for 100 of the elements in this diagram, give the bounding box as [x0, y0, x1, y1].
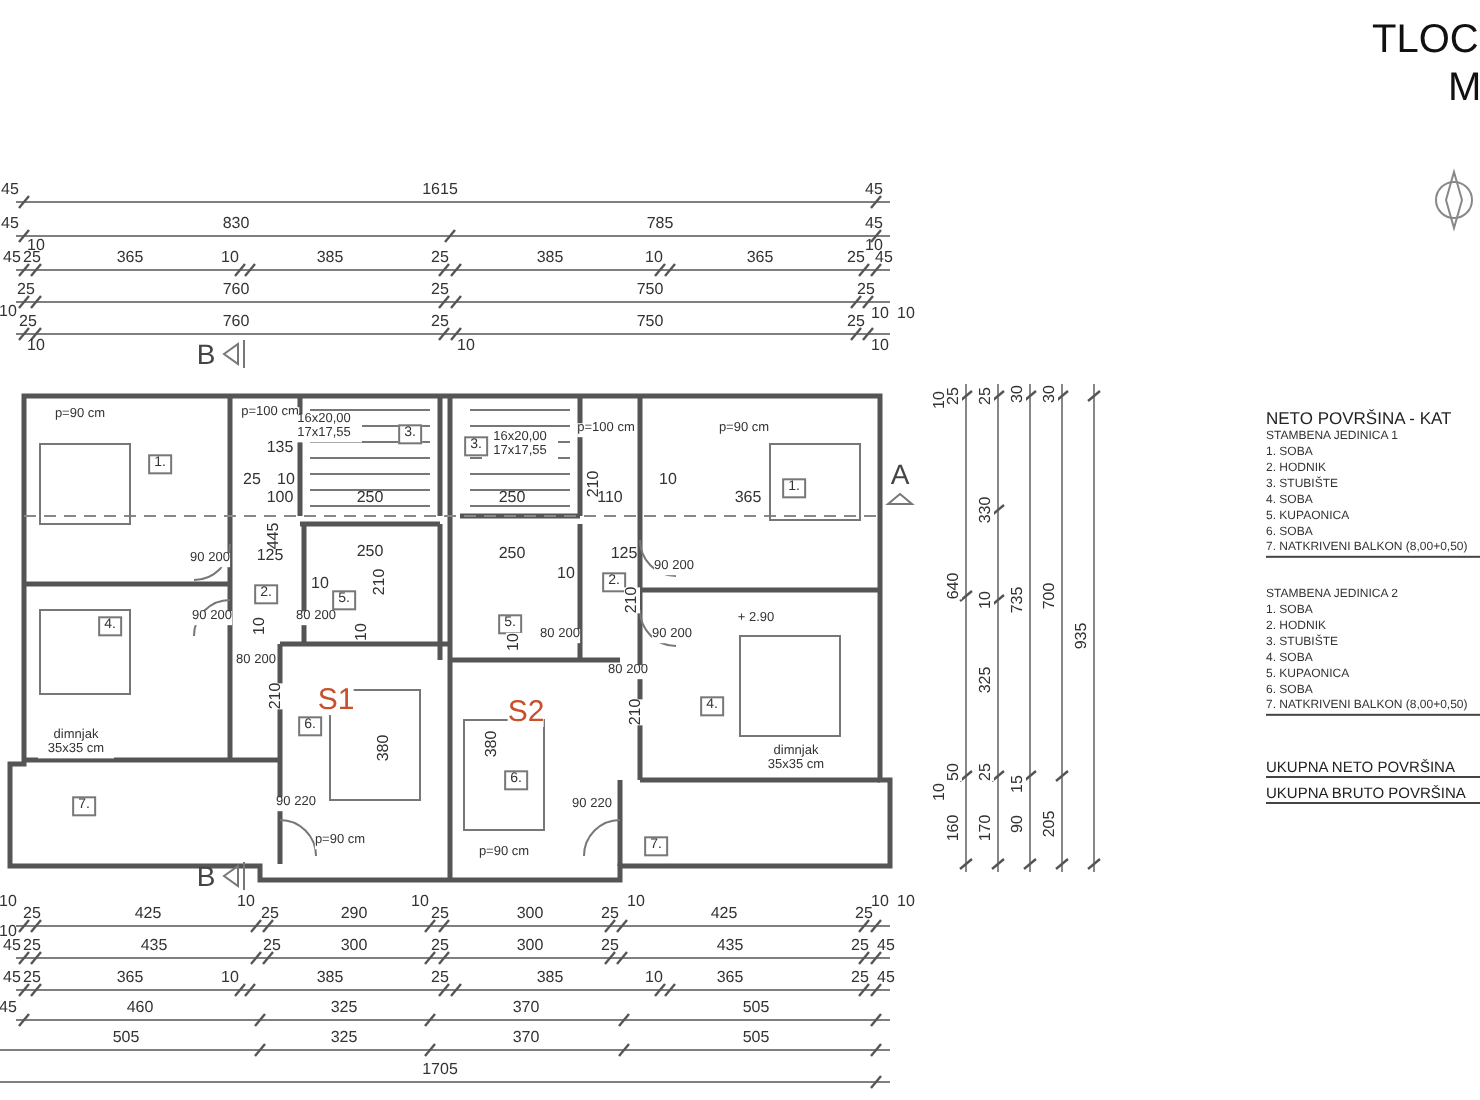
dimension-value: 10	[237, 894, 255, 910]
dimension-value: 25	[431, 970, 449, 986]
dimension-value: 300	[516, 906, 544, 922]
dimension-value: 505	[742, 1030, 770, 1046]
dimension-value: 750	[636, 314, 664, 330]
dimension-value: 25	[263, 938, 281, 954]
dimension-value: 750	[636, 282, 664, 298]
dimension-value: 290	[340, 906, 368, 922]
dimension-value: 10	[871, 894, 889, 910]
dimension-value: 300	[340, 938, 368, 954]
dimension-value: 90	[1010, 815, 1026, 833]
dimension-value: 10	[27, 338, 45, 354]
dimension-value: 25	[23, 970, 41, 986]
dimension-value: 45	[865, 182, 883, 198]
dimension-value: 330	[978, 496, 994, 524]
dimension-value: 30	[1010, 385, 1026, 403]
dimension-value: 250	[356, 544, 384, 560]
dimension-value: 125	[610, 546, 638, 562]
dimension-value: 25	[978, 387, 994, 405]
dimension-value: 25	[946, 387, 962, 405]
dimension-value: 10	[411, 894, 429, 910]
dimension-value: 785	[646, 216, 674, 232]
dimension-value: 10	[645, 250, 663, 266]
dimension-value: 25	[857, 282, 875, 298]
dimension-value: 10	[871, 306, 889, 322]
dimension-value: 10	[0, 924, 17, 940]
dimension-value: 445	[266, 522, 282, 550]
dimension-value: 45	[1, 182, 19, 198]
dimension-value: 45	[1, 216, 19, 232]
dimension-value: 210	[586, 470, 602, 498]
dimension-value: 25	[601, 938, 619, 954]
dimension-value: 370	[512, 1000, 540, 1016]
dimension-value: 25	[851, 970, 869, 986]
dimension-value: 1615	[422, 182, 458, 198]
dimension-value: 325	[330, 1000, 358, 1016]
dimension-value: 505	[742, 1000, 770, 1016]
dimension-value: 10	[557, 566, 575, 582]
sheet-title: TLOC	[1372, 20, 1479, 60]
dimension-value: 25	[431, 938, 449, 954]
dimension-value: 10	[978, 591, 994, 609]
dimension-value: 125	[256, 548, 284, 564]
dimension-value: 760	[222, 282, 250, 298]
dimension-value: 25	[847, 250, 865, 266]
dimension-value: 25	[847, 314, 865, 330]
dimension-value: 30	[1042, 385, 1058, 403]
dimension-value: 10	[627, 894, 645, 910]
dimension-value: 10	[311, 576, 329, 592]
dimension-value: 205	[1042, 810, 1058, 838]
dimension-value: 210	[268, 682, 284, 710]
dimension-value: 385	[536, 970, 564, 986]
dimension-value: 25	[431, 906, 449, 922]
dimension-value: 100	[266, 490, 294, 506]
dimension-value: 830	[222, 216, 250, 232]
dimension-value: 135	[266, 440, 294, 456]
dimension-value: 210	[624, 586, 640, 614]
dimension-value: 380	[376, 734, 392, 762]
dimension-value: 10	[659, 472, 677, 488]
dimension-value: 25	[851, 938, 869, 954]
dimension-value: 25	[23, 938, 41, 954]
dimension-value: 25	[431, 314, 449, 330]
dimension-value: 15	[1010, 775, 1026, 793]
section-marker-letter: B	[196, 340, 216, 368]
dimension-value: 10	[897, 894, 915, 910]
unit-label: S1	[317, 685, 355, 715]
dimension-value: 10	[897, 306, 915, 322]
dimension-value: 10	[277, 472, 295, 488]
dimension-value: 10	[27, 238, 45, 254]
dimension-value: 250	[356, 490, 384, 506]
dimension-value: 10	[457, 338, 475, 354]
dimension-value: 45	[877, 938, 895, 954]
dimension-value: 25	[978, 763, 994, 781]
dimension-value: 45	[877, 970, 895, 986]
dimension-value: 385	[316, 970, 344, 986]
dimension-value: 25	[855, 906, 873, 922]
dimension-value: 25	[19, 314, 37, 330]
dimension-value: 50	[946, 763, 962, 781]
section-marker-letter: B	[196, 862, 216, 890]
dimension-value: 735	[1010, 586, 1026, 614]
dimension-value: 325	[330, 1030, 358, 1046]
dimension-value: 435	[716, 938, 744, 954]
dimension-value: 760	[222, 314, 250, 330]
dimension-value: 365	[116, 970, 144, 986]
dimension-value: 365	[734, 490, 762, 506]
unit-label: S2	[507, 697, 545, 727]
dimension-value: 25	[431, 250, 449, 266]
table-heading: NETO POVRŠINA - KAT	[1266, 409, 1452, 427]
sheet-title: M	[1448, 68, 1480, 108]
dimension-value: 10	[645, 970, 663, 986]
dimension-value: 385	[316, 250, 344, 266]
dimension-value: 110	[597, 490, 623, 506]
section-marker-letter: A	[890, 460, 910, 488]
dimension-value: 935	[1074, 622, 1090, 650]
dimension-value: 425	[134, 906, 162, 922]
dimension-value: 210	[628, 698, 644, 726]
dimension-value: 460	[126, 1000, 154, 1016]
dimension-value: 425	[710, 906, 738, 922]
dimension-value: 1705	[422, 1062, 458, 1078]
dimension-value: 210	[372, 568, 388, 596]
dimension-value: 10	[932, 783, 948, 801]
dimension-value: 505	[112, 1030, 140, 1046]
